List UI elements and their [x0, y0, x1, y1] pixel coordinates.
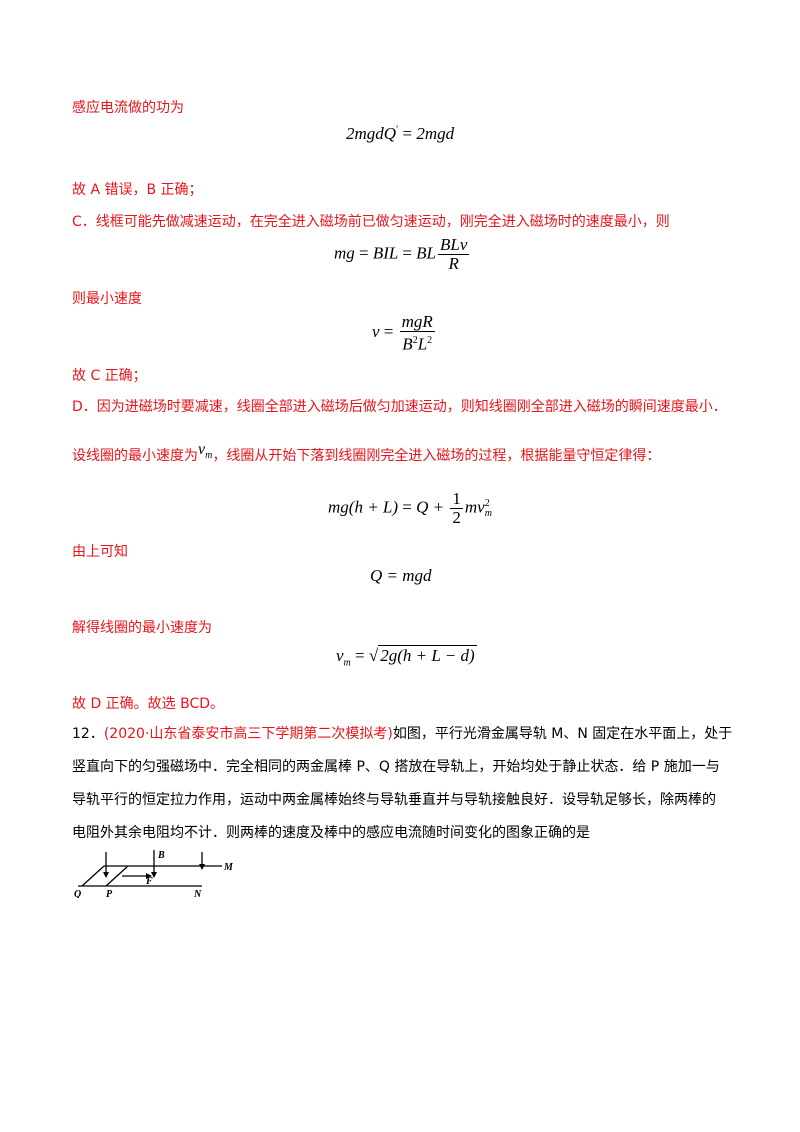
eq2-numerator: BLv	[438, 235, 470, 255]
eq1-prime: ′	[396, 124, 399, 136]
eq6-radicand: 2g(h + L − d)	[378, 645, 477, 665]
eq3-exp-b: 2	[412, 335, 418, 346]
symbol-v: v	[198, 441, 206, 458]
eq2-equals-1: =	[359, 243, 369, 263]
rail-diagram: B M F Q P N	[74, 850, 234, 898]
eq2-denominator: R	[448, 254, 459, 273]
field-arrow-2-icon	[151, 872, 157, 878]
text-option-c: C．线框可能先做减速运动，在完全进入磁场前已做匀速运动，刚完全进入磁场时的速度最…	[72, 214, 670, 230]
text-final-answer: 故 D 正确。故选 BCD。	[72, 696, 225, 712]
eq3-den-b: B	[402, 334, 413, 354]
eq3-numerator: mgR	[399, 312, 435, 332]
eq2-lhs: mg	[334, 243, 355, 263]
eq4-sub: m	[484, 507, 492, 519]
text-min-speed: 则最小速度	[72, 291, 142, 307]
eq3-lhs: v	[372, 322, 380, 342]
eq3-denominator: B2L2	[400, 332, 435, 354]
eq4-lhs: mg(h + L)	[328, 497, 399, 517]
eq3-den-l: L	[417, 334, 428, 354]
symbol-m: m	[205, 450, 213, 462]
eq4-rhs: mv	[464, 497, 485, 517]
field-arrow-1-icon	[103, 872, 109, 878]
field-arrow-3-icon	[199, 864, 205, 870]
eq6-lhs: v	[336, 646, 344, 665]
label-f: F	[145, 876, 153, 887]
text-energy-setup: 设线圈的最小速度为vm，线圈从开始下落到线圈刚完全进入磁场的过程，根据能量守恒定…	[72, 441, 661, 472]
text-energy-setup-b: ，线圈从开始下落到线圈刚完全进入磁场的过程，根据能量守恒定律得：	[212, 448, 661, 464]
text-energy-setup-a: 设线圈的最小速度为	[72, 448, 198, 464]
label-q: Q	[74, 889, 81, 898]
equation-work: 2mgdQ′ = 2mgd	[346, 124, 454, 144]
force-arrow-head-icon	[146, 873, 152, 879]
eq4-denominator: 2	[452, 508, 461, 527]
text-work-statement: 感应电流做的功为	[72, 100, 184, 116]
label-m: M	[223, 862, 234, 873]
question-12-line-3: 导轨平行的恒定拉力作用，运动中两金属棒始终与导轨垂直并与导轨接触良好．设导轨足够…	[72, 792, 716, 808]
label-b: B	[157, 850, 165, 861]
eq3-exp-l: 2	[427, 335, 433, 346]
eq2-pre: BL	[416, 243, 437, 263]
text-from-above: 由上可知	[72, 544, 128, 560]
eq3-equals: =	[383, 322, 394, 342]
symbol-vm: vm	[198, 441, 213, 462]
text-conclusion-c: 故 C 正确；	[72, 368, 147, 384]
question-12-line-4: 电阻外其余电阻均不计．则两棒的速度及棒中的感应电流随时间变化的图象正确的是	[72, 825, 590, 841]
question-number: 12．	[72, 726, 104, 742]
eq1-lhs: 2mgdQ	[346, 124, 397, 143]
equation-heat: Q = mgd	[370, 566, 432, 585]
equation-vm: vm = √2g(h + L − d)	[336, 645, 477, 669]
label-p: P	[106, 889, 113, 898]
text-conclusion-ab: 故 A 错误，B 正确；	[72, 182, 203, 198]
question-source: (2020·山东省泰安市高三下学期第二次模拟考)	[103, 726, 393, 742]
eq6-equals: =	[355, 646, 365, 665]
eq2-equals-2: =	[402, 243, 412, 263]
eq6-sub: m	[343, 657, 351, 669]
label-n: N	[193, 889, 202, 898]
eq4-equals: =	[402, 497, 412, 517]
sqrt-icon: √	[368, 646, 379, 665]
rod-q	[81, 865, 105, 887]
eq4-numerator: 1	[450, 489, 463, 509]
eq4-exp: 2	[484, 497, 490, 509]
eq4-q: Q +	[416, 497, 445, 517]
text-option-d: D．因为进磁场时要减速，线圈全部进入磁场后做匀加速运动，则知线圈刚全部进入磁场的…	[72, 399, 727, 415]
eq1-equals: =	[402, 124, 413, 143]
rod-p	[105, 865, 129, 887]
question-12-line-1: 12．(2020·山东省泰安市高三下学期第二次模拟考)如图，平行光滑金属导轨 M…	[72, 720, 732, 748]
question-text-1: 如图，平行光滑金属导轨 M、N 固定在水平面上，处于	[392, 726, 733, 742]
text-solve-min-speed: 解得线圈的最小速度为	[72, 620, 212, 636]
eq2-mid: BIL	[372, 243, 399, 263]
eq1-rhs: 2mgd	[416, 124, 455, 143]
question-12-line-2: 竖直向下的匀强磁场中．完全相同的两金属棒 P、Q 搭放在导轨上，开始均处于静止状…	[72, 759, 720, 775]
